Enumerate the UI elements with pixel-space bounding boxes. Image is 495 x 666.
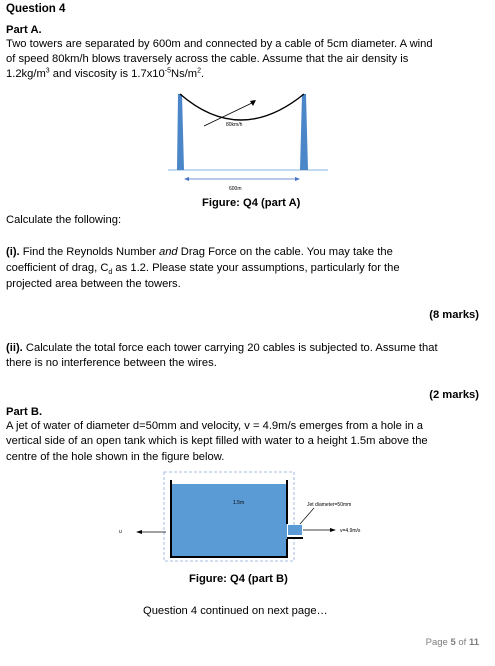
u-label: u xyxy=(119,529,122,535)
height-label: 1.5m xyxy=(233,500,244,506)
part-b-line3: centre of the hole shown in the figure b… xyxy=(6,451,225,463)
q2-line1: (ii). Calculate the total force each tow… xyxy=(6,342,438,354)
calc-prompt: Calculate the following: xyxy=(6,214,122,226)
velocity-label: v=4.9m/s xyxy=(340,528,361,534)
wind-arrowhead xyxy=(250,100,256,106)
page-footer: Page 5 of 11 xyxy=(425,637,479,648)
span-label: 600m xyxy=(229,186,242,192)
question-title: Question 4 xyxy=(6,3,66,15)
q1-line1: (i). Find the Reynolds Number and Drag F… xyxy=(6,246,393,258)
right-tower xyxy=(300,94,308,170)
figure-part-a: 80km/h 600m xyxy=(168,93,328,192)
jet-label-leader xyxy=(299,507,315,525)
part-a-intro-line1: Two towers are separated by 600m and con… xyxy=(6,38,433,50)
jet-nozzle xyxy=(288,525,302,535)
dashed-boundary xyxy=(163,471,295,562)
jet-label: Jet diameter=50mm xyxy=(307,502,351,508)
tank-water xyxy=(171,484,287,556)
part-a-heading: Part A. xyxy=(6,24,42,36)
span-arrow-left-head xyxy=(184,177,189,181)
continued-note: Question 4 continued on next page… xyxy=(143,605,328,617)
part-b-line1: A jet of water of diameter d=50mm and ve… xyxy=(6,420,424,432)
velocity-arrowhead xyxy=(330,528,336,532)
q2-marks: (2 marks) xyxy=(429,389,479,401)
figure-b-caption: Figure: Q4 (part B) xyxy=(189,573,288,585)
q2-line2: there is no interference between the wir… xyxy=(6,357,217,369)
wind-arrow xyxy=(203,101,255,127)
span-arrow-right-head xyxy=(295,177,300,181)
left-tower xyxy=(177,94,184,170)
figure-a-caption: Figure: Q4 (part A) xyxy=(202,197,301,209)
figure-part-b: 1.5m Jet diameter=50mm v=4.9m/s u xyxy=(119,471,361,562)
part-b-line2: vertical side of an open tank which is k… xyxy=(6,435,428,447)
part-b-heading: Part B. xyxy=(6,406,43,418)
part-a-intro-line3: 1.2kg/m3 and viscosity is 1.7x10-5Ns/m2. xyxy=(6,67,205,80)
q1-marks: (8 marks) xyxy=(429,309,479,321)
cable xyxy=(179,93,305,121)
u-arrowhead xyxy=(136,530,142,534)
wind-label: 80km/h xyxy=(226,122,243,128)
part-a-intro-line2: of speed 80km/h blows traversely across … xyxy=(6,53,409,65)
q1-line2: coefficient of drag, Cd as 1.2. Please s… xyxy=(6,262,400,277)
q1-line3: projected area between the towers. xyxy=(6,278,181,290)
